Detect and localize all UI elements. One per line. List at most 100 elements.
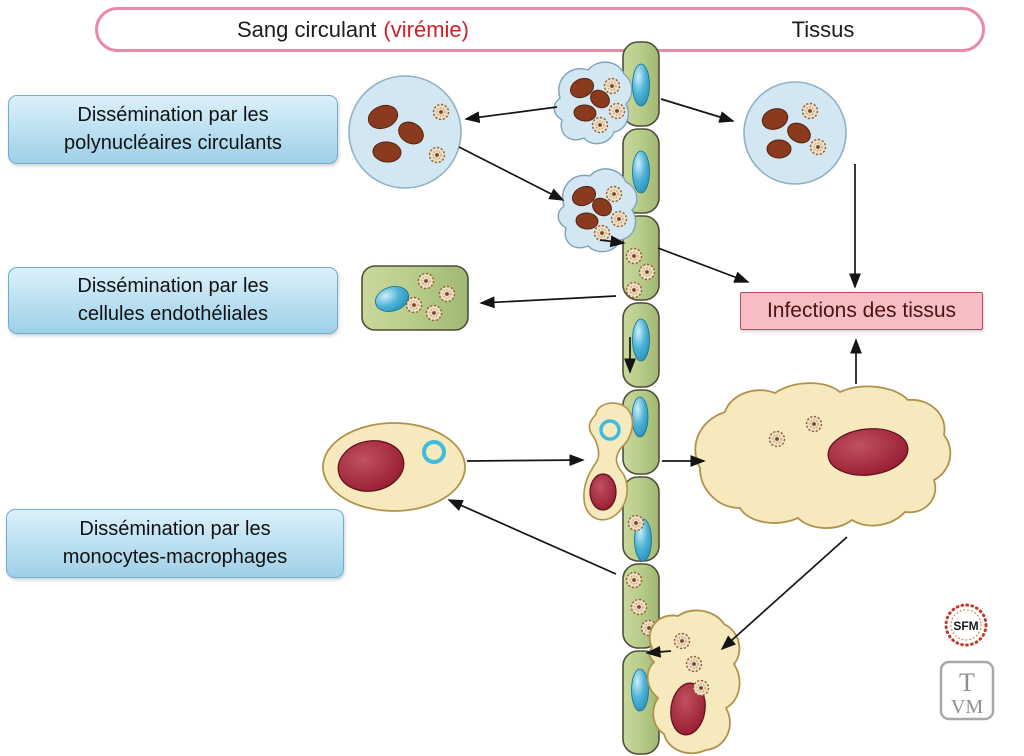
label-line: Dissémination par les <box>79 517 271 540</box>
virus-icon <box>685 655 703 673</box>
tvm-logo-vm: VM <box>951 696 983 718</box>
endothelial-cell <box>622 215 660 301</box>
endothelium-column <box>622 41 660 755</box>
cell-nucleus <box>337 440 405 492</box>
flow-arrow <box>720 536 848 651</box>
lobed-nucleus <box>787 122 811 144</box>
virus-icon <box>428 146 446 164</box>
polynuclear-adherent-mid <box>557 168 638 253</box>
flow-arrow <box>599 235 626 248</box>
polynuclear-blood-cell <box>348 75 462 189</box>
cell-nucleus <box>632 150 650 194</box>
endothelium-nuclei <box>631 63 652 712</box>
flow-arrow <box>464 106 558 124</box>
label-infections-tissus: Infections des tissus <box>740 292 983 330</box>
lobed-nucleus <box>571 185 597 207</box>
macrophage-tissue-cell <box>694 382 952 529</box>
virus-icon <box>608 102 626 120</box>
virus-icon <box>768 430 786 448</box>
polynuclear-adherent-top <box>553 61 633 145</box>
flow-arrows <box>447 98 862 658</box>
virus-icon <box>809 138 827 156</box>
virus-icon <box>593 224 611 242</box>
header-tissus-label: Tissus <box>791 16 855 42</box>
macrophage-crossing-cell <box>646 609 741 755</box>
lobed-nucleus <box>398 121 424 145</box>
cell-nucleus <box>631 668 649 712</box>
flow-arrow <box>479 295 617 309</box>
virus-icon <box>625 571 643 589</box>
cell-nucleus <box>670 682 706 736</box>
cell-nucleus <box>634 518 652 562</box>
virus-icon <box>625 281 643 299</box>
flow-arrow <box>447 499 617 575</box>
monocyte-blood-cell <box>322 422 466 512</box>
cell-nucleus <box>589 473 617 511</box>
cell-nucleus <box>632 318 650 362</box>
endothelium-virus-particles <box>625 247 658 637</box>
virus-icon <box>625 247 643 265</box>
label-line: Dissémination par les <box>77 274 269 297</box>
endothelial-cell <box>622 41 660 127</box>
flow-arrow <box>660 98 735 123</box>
label-line: cellules endothéliales <box>77 302 269 325</box>
virus-icon <box>438 285 456 303</box>
virus-icon <box>425 304 443 322</box>
flow-arrow <box>645 645 672 658</box>
lobed-nucleus <box>766 139 792 159</box>
cell-nucleus <box>375 286 409 312</box>
infected-endothelial-cell <box>361 265 469 331</box>
virus-icon <box>432 103 450 121</box>
lobed-nucleus <box>569 77 595 99</box>
endothelial-cell <box>622 650 660 755</box>
virus-icon <box>630 598 648 616</box>
tvm-logo-t: T <box>959 668 975 697</box>
virus-icon <box>638 263 656 281</box>
virus-icon <box>692 679 710 697</box>
virus-icon <box>605 185 623 203</box>
virus-icon <box>673 632 691 650</box>
virus-icon <box>591 116 609 134</box>
endothelial-cell <box>622 476 660 562</box>
endothelial-cell <box>622 128 660 214</box>
label-cellules-endotheliales: Dissémination par les cellules endothéli… <box>8 267 338 334</box>
flow-arrow <box>466 454 585 467</box>
tvm-logo: T VM <box>939 660 995 721</box>
virus-icon <box>610 210 628 228</box>
endothelial-cell <box>622 389 660 475</box>
header-left-label: Sang circulant (virémie) <box>98 10 608 49</box>
label-line: Dissémination par les <box>77 103 269 126</box>
lobed-nucleus <box>575 212 599 230</box>
cell-nucleus <box>631 396 649 438</box>
label-line: monocytes-macrophages <box>62 545 288 568</box>
lobed-nucleus <box>761 108 789 130</box>
virus-icon <box>640 619 658 637</box>
sfm-logo: SFM <box>944 603 988 647</box>
vacuole-ring <box>599 419 621 441</box>
cell-nucleus <box>632 63 650 107</box>
lobed-nucleus <box>372 141 402 163</box>
flow-arrow <box>458 146 565 201</box>
lobed-nucleus <box>592 197 612 217</box>
endothelial-cell <box>622 302 660 388</box>
monocyte-crossing-cell <box>583 402 634 521</box>
virus-icon <box>417 272 435 290</box>
flow-arrow <box>657 247 750 283</box>
lobed-nucleus <box>573 104 597 122</box>
label-polynucleaires: Dissémination par les polynucléaires cir… <box>8 95 338 164</box>
header-bar: Sang circulant (virémie) Tissus <box>95 7 985 52</box>
label-line: polynucléaires circulants <box>64 131 282 154</box>
label-monocytes-macrophages: Dissémination par les monocytes-macropha… <box>6 509 344 578</box>
header-viremie-text: (virémie) <box>383 16 469 42</box>
lobed-nucleus <box>590 89 610 109</box>
virus-icon <box>603 77 621 95</box>
virus-icon <box>627 514 645 532</box>
lobed-nucleus <box>367 104 399 130</box>
endothelial-cell <box>622 563 660 649</box>
vacuole-ring <box>422 440 446 464</box>
virus-icon <box>801 102 819 120</box>
polynuclear-tissue-cell <box>743 81 847 185</box>
sfm-logo-text: SFM <box>953 619 978 633</box>
virus-icon <box>805 415 823 433</box>
